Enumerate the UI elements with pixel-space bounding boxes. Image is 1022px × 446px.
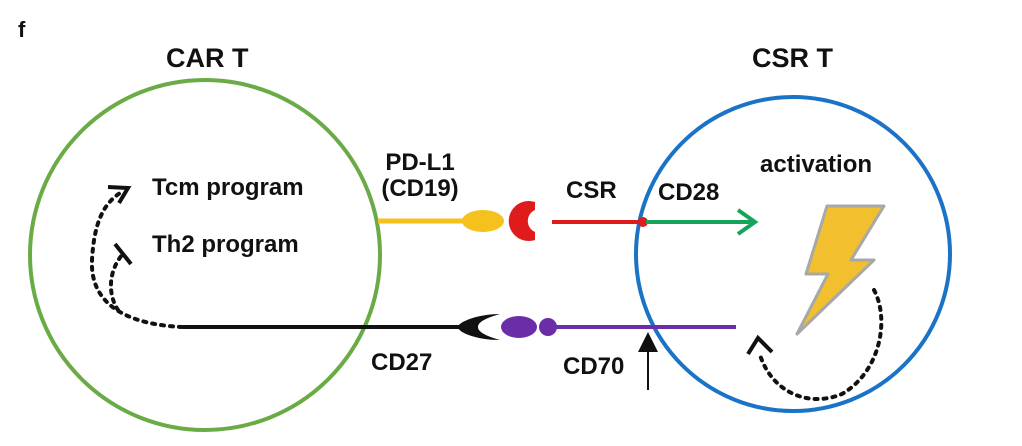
cd70-ligand (501, 316, 537, 338)
car-t-cell-membrane (28, 78, 382, 432)
cd27-receptor (458, 314, 500, 340)
dotted-arrowhead-tcm (107, 185, 132, 205)
csr-t-title: CSR T (752, 43, 833, 73)
activation-label: activation (760, 151, 873, 178)
dotted-curved-arrow-icon-csr (758, 288, 884, 401)
dotted-curved-arrow-icon (89, 191, 184, 329)
csr-t-cell-membrane (634, 95, 952, 413)
pdl1-label-line1: PD-L1 (385, 149, 455, 176)
cd70-ligand-knob (539, 318, 557, 336)
pdl1-label: PD-L1 (CD19) (372, 149, 468, 203)
tcm-program-label: Tcm program (152, 174, 304, 201)
csr-receptor-head (508, 200, 535, 241)
cd28-arrowhead (736, 208, 759, 236)
cd28-label: CD28 (658, 179, 720, 206)
dotted-inhibition-path (109, 253, 124, 312)
cd70-label: CD70 (563, 353, 625, 380)
car-t-title: CAR T (166, 43, 249, 73)
pdl1-label-line2: (CD19) (381, 175, 459, 203)
panel-label: f (18, 17, 26, 42)
csr-label: CSR (566, 177, 617, 204)
cd27-label: CD27 (371, 349, 433, 376)
pdl1-ligand (462, 210, 504, 232)
lightning-bolt-icon (795, 204, 886, 336)
csr-receptor-tail (541, 204, 553, 238)
inhibition-bar-icon (113, 242, 133, 266)
th2-program-label: Th2 program (152, 231, 299, 258)
csr-membrane-junction (638, 217, 648, 227)
dotted-arrowhead-csr (746, 334, 774, 356)
